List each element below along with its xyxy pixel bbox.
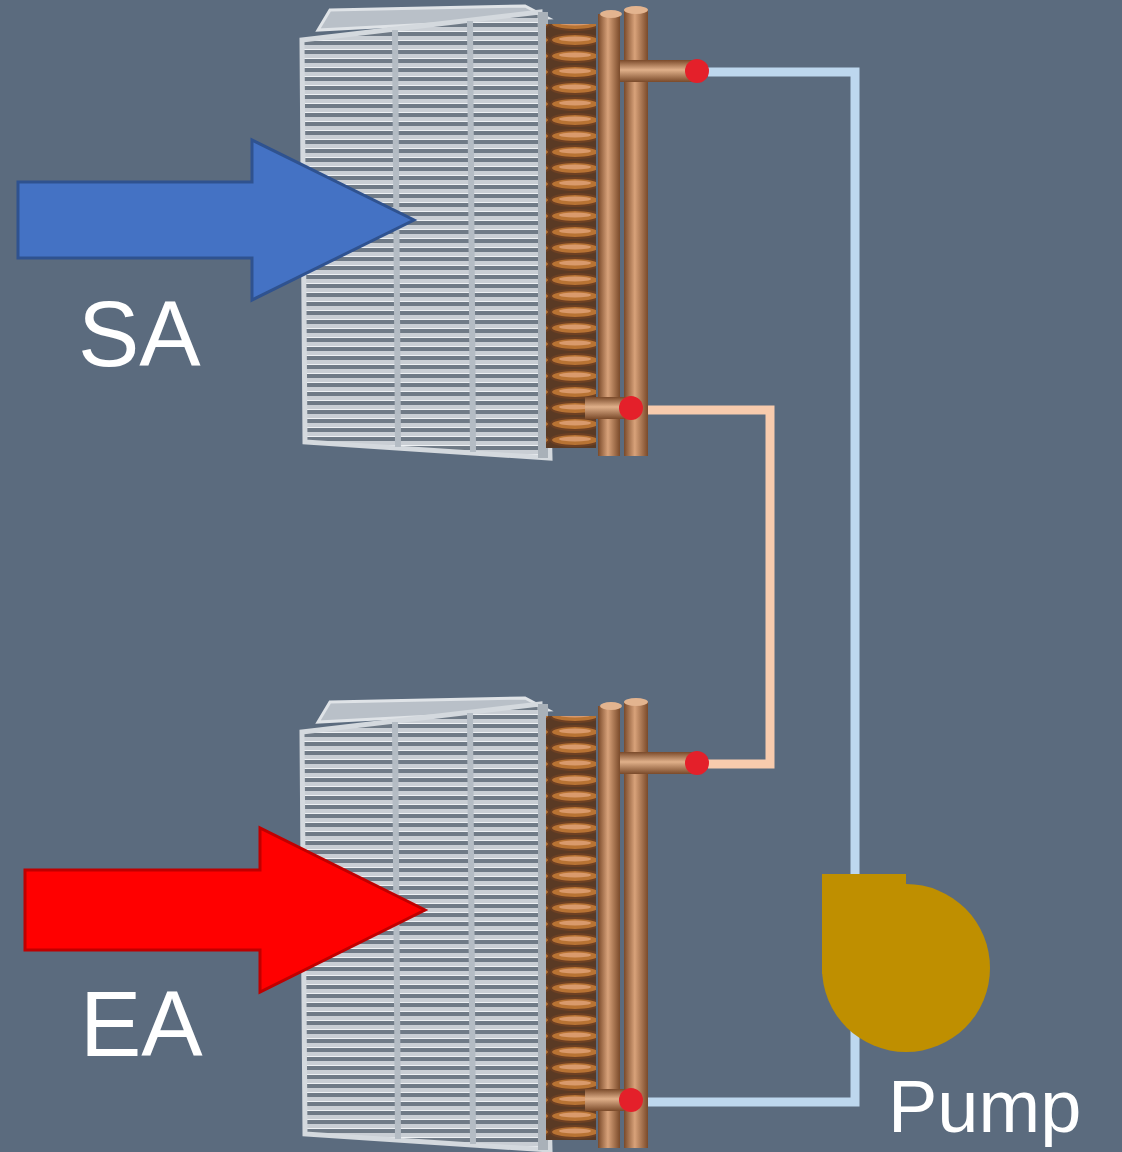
pump-symbol [822, 874, 990, 1052]
airflow-label: EA [80, 978, 203, 1070]
airflow-label: SA [78, 288, 201, 380]
exhaust-air-arrow [25, 828, 425, 992]
supply-pipe [642, 410, 770, 764]
pump-label: Pump [888, 1070, 1081, 1144]
supply-air-arrow [18, 140, 414, 300]
